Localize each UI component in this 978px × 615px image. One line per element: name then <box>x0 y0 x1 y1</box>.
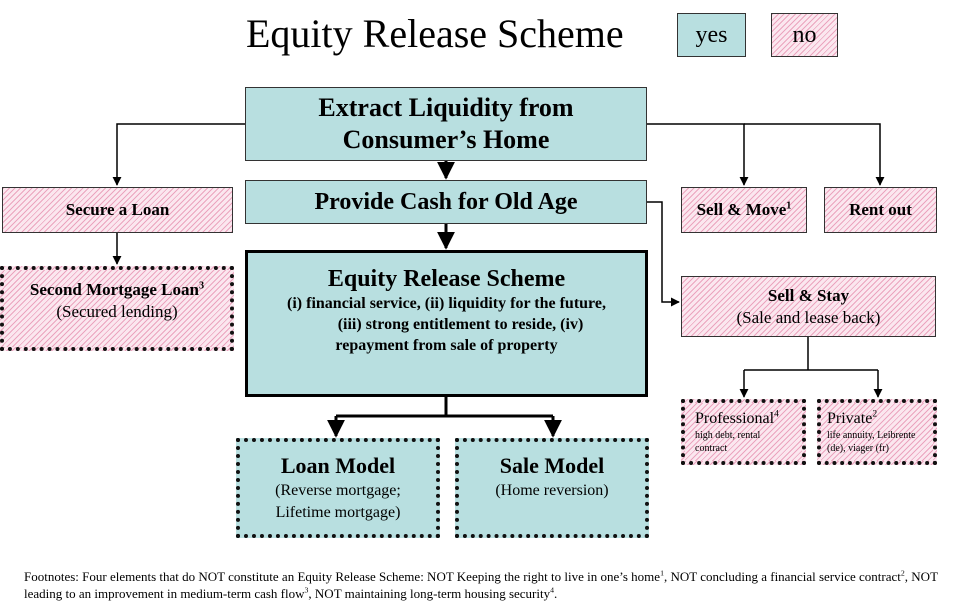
footnote-part-4: , NOT maintaining long-term housing secu… <box>308 586 551 601</box>
node-private-line-2: (de), viager (fr) <box>827 443 889 454</box>
node-rent-out-label: Rent out <box>849 200 912 219</box>
connector-provide-sellstay <box>647 201 680 307</box>
node-private-title: Private2 <box>827 409 877 429</box>
node-provide-cash: Provide Cash for Old Age <box>245 180 647 224</box>
connector-sellstay-split <box>744 337 878 371</box>
page-title: Equity Release Scheme <box>246 11 624 56</box>
scheme-line-1: (i) financial service, (ii) liquidity fo… <box>287 295 606 312</box>
footnote-part-1: Footnotes: Four elements that do NOT con… <box>24 569 661 584</box>
node-professional: Professional4 high debt, rental contract <box>681 399 806 465</box>
node-equity-release-scheme: Equity Release Scheme (i) financial serv… <box>245 250 648 397</box>
connector-extract-rentout <box>744 123 885 186</box>
scheme-line-2: (iii) strong entitlement to reside, (iv) <box>337 316 584 333</box>
node-loan-model-line-2: Lifetime mortgage) <box>275 504 401 521</box>
scheme-title: Equity Release Scheme <box>327 266 566 292</box>
footnote-part-2: , NOT concluding a financial service con… <box>663 569 901 584</box>
sell-move-footnote-mark: 1 <box>786 200 792 212</box>
node-provide-cash-label: Provide Cash for Old Age <box>314 188 578 215</box>
private-label: Private <box>827 410 873 427</box>
node-second-mortgage-title: Second Mortgage Loan3 <box>30 279 204 301</box>
node-professional-line-2: contract <box>695 443 728 454</box>
professional-label: Professional <box>695 410 775 427</box>
private-footnote-mark: 2 <box>872 408 878 420</box>
node-rent-out: Rent out <box>824 187 937 233</box>
node-sale-model: Sale Model (Home reversion) <box>455 438 649 538</box>
node-sell-move-title: Sell & Move1 <box>697 200 792 220</box>
footnote-mark-2: 2 <box>900 568 905 578</box>
footnote-mark-1: 1 <box>660 568 664 578</box>
legend-no: no <box>771 13 838 57</box>
node-professional-title: Professional4 <box>695 409 779 429</box>
legend-yes: yes <box>677 13 746 57</box>
footnote-part-5: . <box>554 586 558 601</box>
second-mortgage-footnote-mark: 3 <box>198 280 205 292</box>
node-sell-stay: Sell & Stay (Sale and lease back) <box>681 276 936 337</box>
connector-extract-sellmove <box>647 123 749 186</box>
footnote-mark-4: 4 <box>550 585 554 595</box>
node-loan-model: Loan Model (Reverse mortgage; Lifetime m… <box>236 438 440 538</box>
node-loan-model-line-1: (Reverse mortgage; <box>275 482 401 499</box>
node-sale-model-title: Sale Model <box>499 453 605 478</box>
footnotes: Footnotes: Four elements that do NOT con… <box>24 568 954 602</box>
professional-footnote-mark: 4 <box>774 408 779 420</box>
node-second-mortgage-sub: (Secured lending) <box>56 302 178 321</box>
node-extract-liquidity-label: Extract Liquidity from Consumer’s Home <box>318 93 574 154</box>
node-sell-stay-sub: (Sale and lease back) <box>736 307 881 327</box>
footnote-mark-3: 3 <box>304 585 309 595</box>
node-sell-move: Sell & Move1 <box>681 187 807 233</box>
second-mortgage-label: Second Mortgage Loan <box>29 280 199 299</box>
sell-move-label: Sell & Move <box>696 200 787 219</box>
node-secure-loan: Secure a Loan <box>2 187 233 233</box>
node-extract-liquidity: Extract Liquidity from Consumer’s Home <box>245 87 647 161</box>
scheme-line-3: repayment from sale of property <box>335 337 558 354</box>
node-secure-loan-label: Secure a Loan <box>65 200 170 219</box>
connector-extract-secure <box>112 123 245 186</box>
footnote-part-3: , NOT leading to an improvement in mediu… <box>24 569 938 601</box>
node-professional-line-1: high debt, rental <box>695 430 761 441</box>
legend-no-label: no <box>792 21 817 48</box>
node-private: Private2 life annuity, Leibrente (de), v… <box>817 399 937 465</box>
connector-scheme-models <box>336 397 553 418</box>
node-loan-model-title: Loan Model <box>280 453 396 478</box>
node-second-mortgage: Second Mortgage Loan3 (Secured lending) <box>0 266 234 351</box>
node-private-line-1: life annuity, Leibrente <box>827 430 916 441</box>
legend-yes-label: yes <box>695 21 728 48</box>
node-sale-model-line-1: (Home reversion) <box>495 482 609 499</box>
node-sell-stay-title: Sell & Stay <box>767 285 850 305</box>
